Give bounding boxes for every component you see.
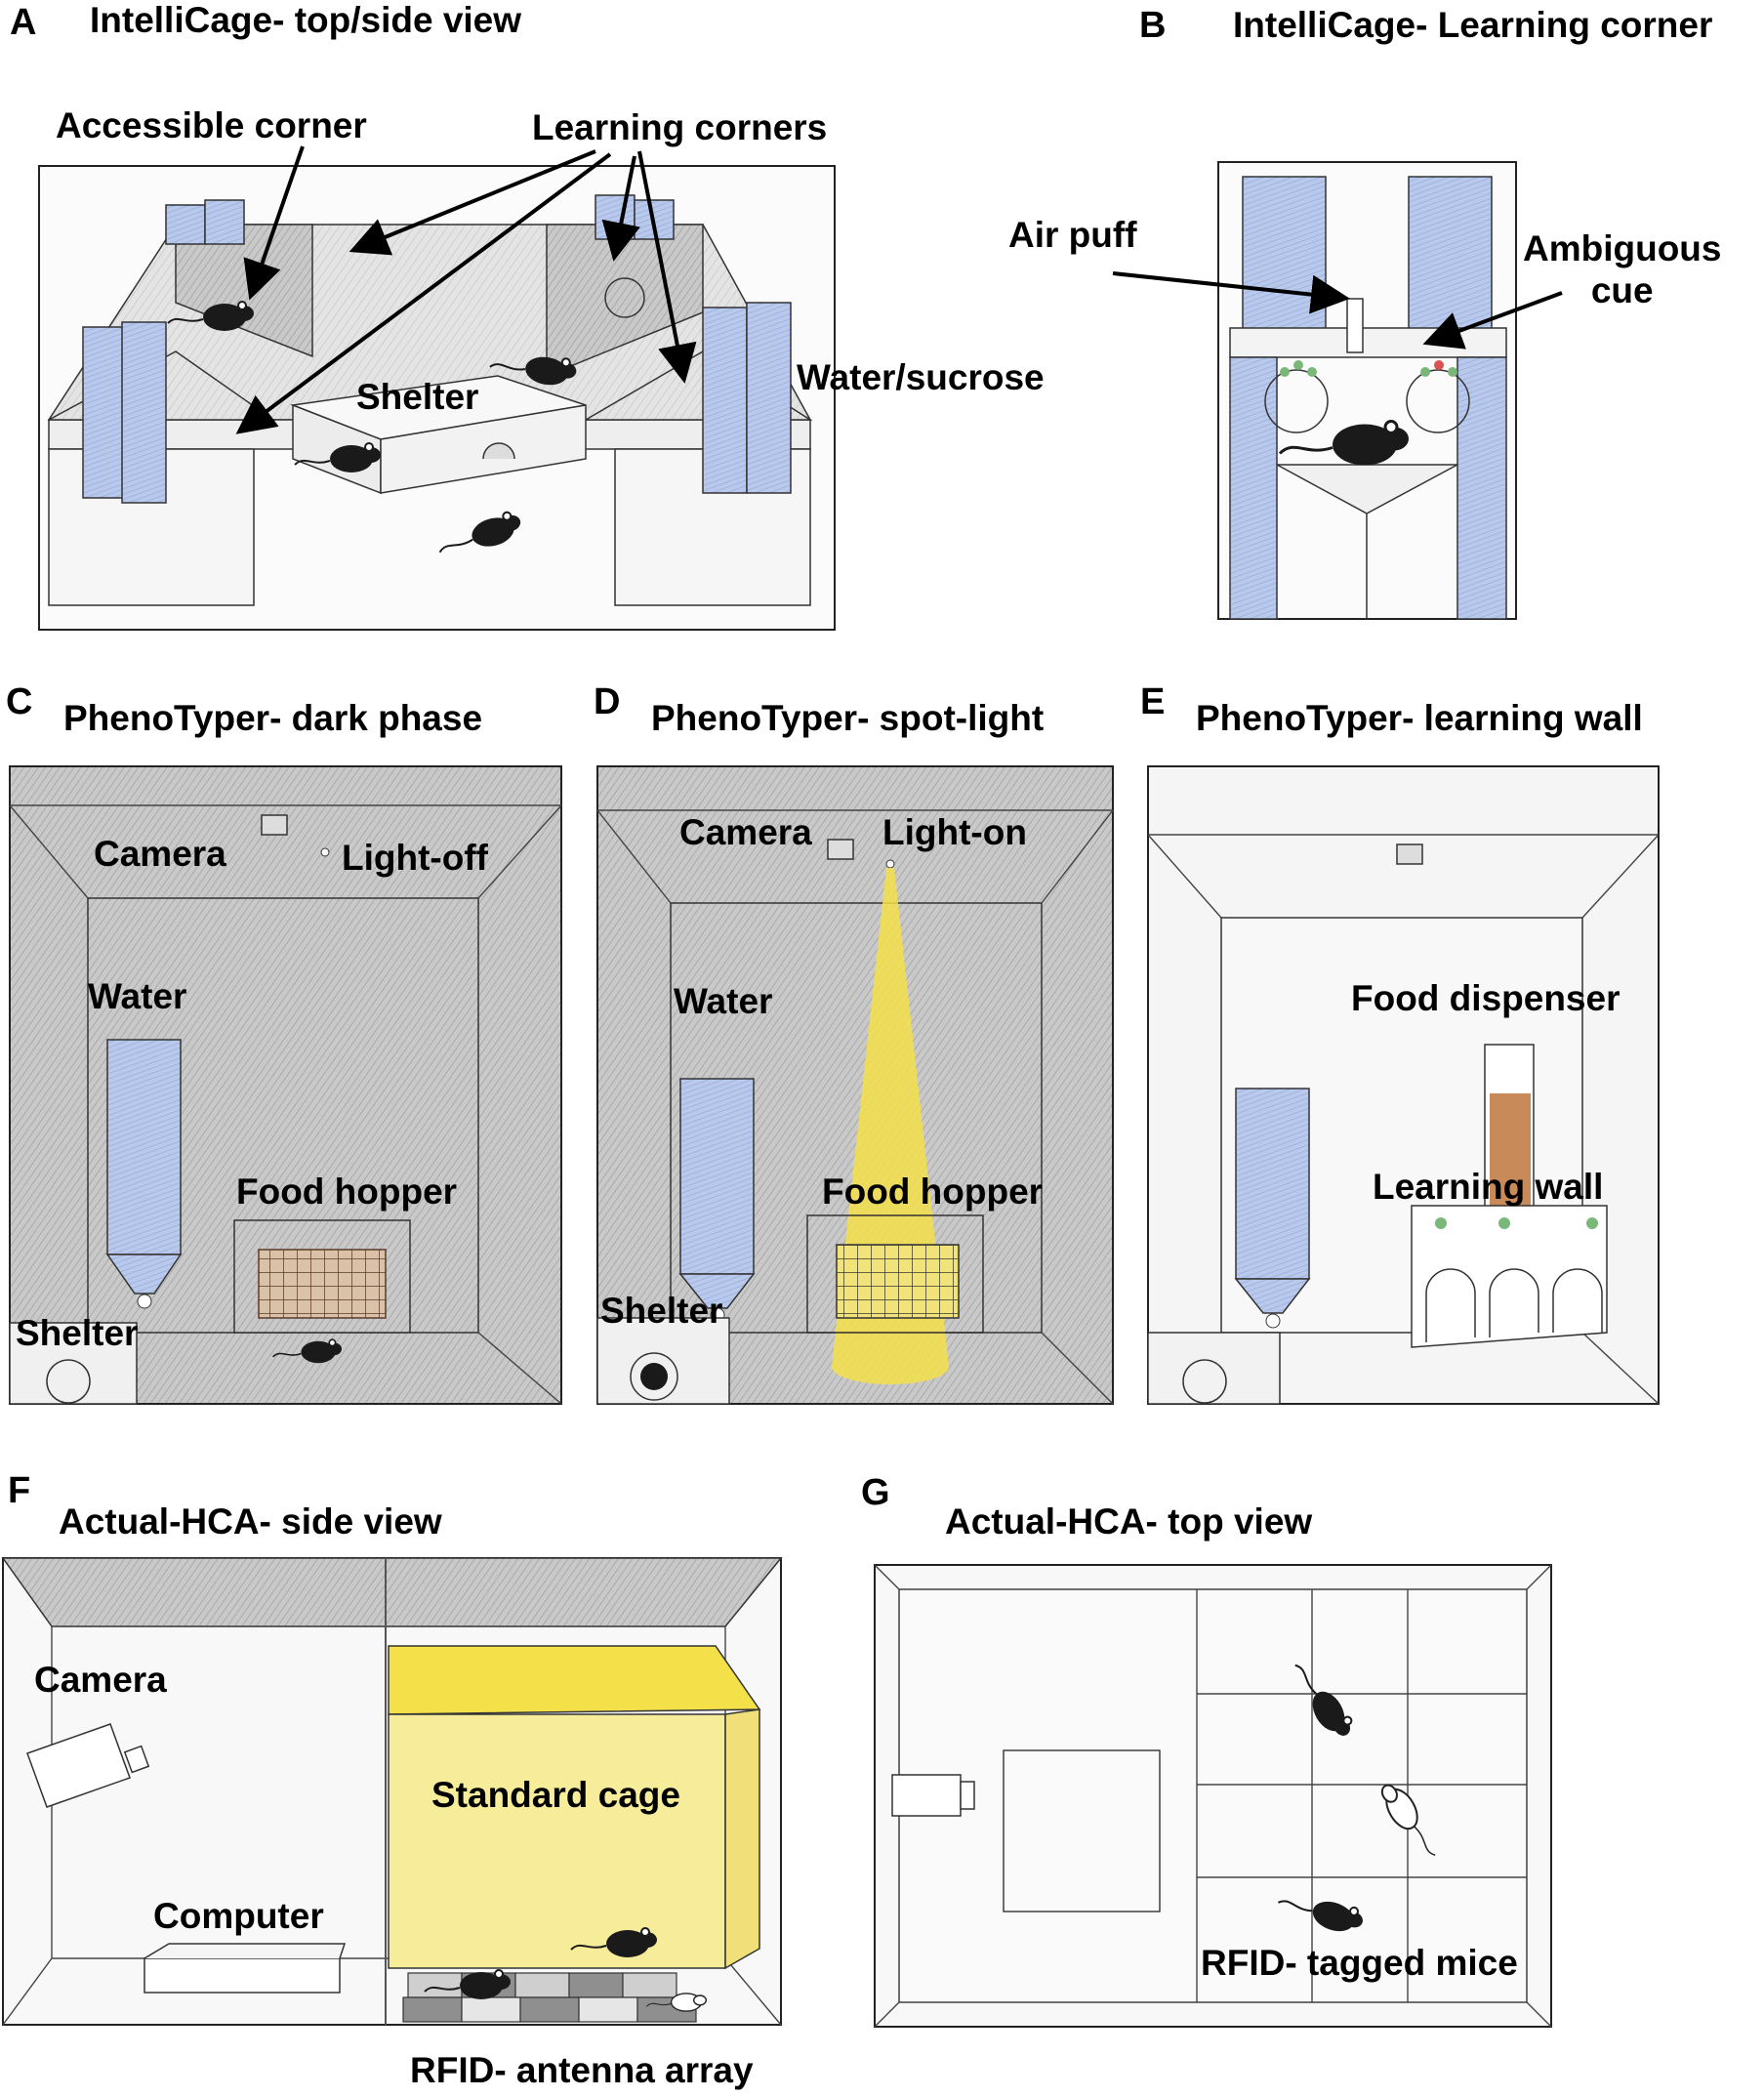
label-light-on: Light-on	[882, 812, 1027, 852]
arrows-panel-b	[1112, 271, 1563, 350]
label-water-d: Water	[674, 981, 773, 1021]
panel-letter-d: D	[594, 681, 621, 722]
label-food-hopper-d: Food hopper	[822, 1172, 1044, 1212]
panel-letter-a: A	[10, 2, 37, 43]
arrows-panel-a	[235, 145, 697, 434]
panel-letter-f: F	[8, 1470, 31, 1511]
phenotyper-learning-wall-drawing	[1147, 765, 1660, 1405]
label-food-hopper-c: Food hopper	[236, 1172, 458, 1212]
panel-title-a: IntelliCage- top/side view	[90, 0, 522, 40]
label-camera-c: Camera	[94, 834, 226, 874]
panel-title-b: IntelliCage- Learning corner	[1233, 5, 1713, 45]
label-camera-f: Camera	[34, 1660, 167, 1700]
label-shelter-a: Shelter	[356, 377, 479, 417]
label-light-off: Light-off	[342, 838, 488, 878]
panel-title-g: Actual-HCA- top view	[945, 1501, 1313, 1542]
phenotyper-dark-drawing	[9, 765, 562, 1405]
actual-hca-top-drawing	[874, 1564, 1552, 2028]
panel-letter-b: B	[1139, 5, 1167, 46]
panel-title-d: PhenoTyper- spot-light	[651, 698, 1045, 738]
panel-letter-e: E	[1140, 681, 1166, 722]
panel-title-e: PhenoTyper- learning wall	[1196, 698, 1643, 738]
label-camera-d: Camera	[679, 812, 812, 852]
label-water-sucrose: Water/sucrose	[797, 357, 1045, 397]
label-rfid-tagged-mice: RFID- tagged mice	[1201, 1943, 1518, 1983]
panel-letter-c: C	[6, 681, 33, 722]
panel-letter-g: G	[861, 1472, 890, 1513]
label-shelter-d: Shelter	[600, 1291, 723, 1331]
label-rfid-antenna-array: RFID- antenna array	[410, 2050, 754, 2090]
label-accessible-corner: Accessible corner	[56, 105, 367, 145]
panel-title-f: Actual-HCA- side view	[59, 1501, 442, 1542]
label-learning-wall: Learning wall	[1373, 1167, 1604, 1207]
panel-title-c: PhenoTyper- dark phase	[63, 698, 483, 738]
label-standard-cage: Standard cage	[431, 1775, 680, 1815]
label-computer: Computer	[153, 1896, 324, 1936]
label-water-c: Water	[88, 976, 187, 1016]
label-food-dispenser: Food dispenser	[1351, 978, 1620, 1018]
phenotyper-spotlight-drawing	[596, 765, 1114, 1405]
label-shelter-c: Shelter	[16, 1313, 139, 1353]
label-air-puff: Air puff	[1008, 215, 1137, 255]
label-ambiguous-cue: Ambiguous cue	[1523, 228, 1722, 310]
actual-hca-side-drawing	[1, 1557, 783, 2026]
learning-corner-drawing	[1217, 161, 1517, 620]
label-learning-corners: Learning corners	[532, 107, 828, 147]
